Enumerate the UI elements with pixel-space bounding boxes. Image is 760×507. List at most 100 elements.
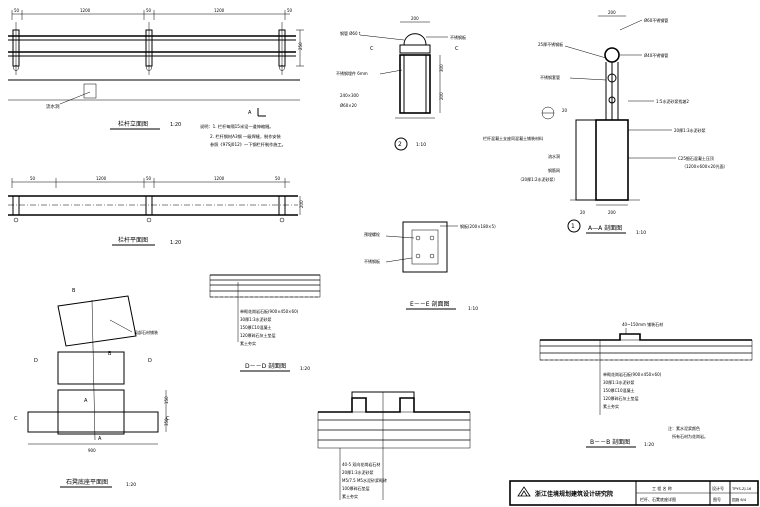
railing-plan-title: 栏杆平面图 bbox=[118, 236, 148, 244]
aa-label-8: （1200×600×20光面） bbox=[682, 163, 728, 169]
mark-c-left: C bbox=[14, 416, 18, 422]
section-cc-view: 40-5 双向花岗岩石材 20厚1:3水泥砂浆 M5/7.5 M5水泥砂浆砌砖 … bbox=[317, 391, 471, 500]
elev-note-2: 2. 栏杆钢材A3钢 一级焊缝，制作安装 bbox=[210, 133, 282, 140]
plan-dim-4: 1200 bbox=[214, 176, 225, 181]
cc-layer-4: 100厚碎石垫层 bbox=[342, 485, 370, 491]
detail2-side-dim-2: 200 bbox=[439, 92, 444, 100]
sheet-no: 园施 6/4 bbox=[732, 497, 747, 502]
plan-side-dim: 200 bbox=[299, 200, 304, 208]
detail2-cut-c-left: C bbox=[370, 46, 374, 52]
stone-base-plan-view: 局部石材铺装 B B D D C C A A 900 150 350 石凳底座平… bbox=[14, 288, 170, 488]
ee-label-3: 不锈钢板 bbox=[364, 258, 380, 264]
cc-layer-3: M5/7.5 M5水泥砂浆砌砖 bbox=[342, 477, 387, 483]
plan-dim-3: 50 bbox=[146, 176, 152, 181]
mark-b-bottom: B bbox=[108, 351, 112, 357]
railing-plan-scale: 1:20 bbox=[170, 240, 181, 246]
detail2-label-4: 240×300 bbox=[340, 93, 359, 98]
design-no: TPYS-ZJ-16 bbox=[731, 487, 752, 491]
bb-layer-4: 120厚碎石灰土垫层 bbox=[603, 395, 639, 401]
elev-dim-4: 1200 bbox=[214, 8, 225, 13]
elev-dim-3: 50 bbox=[146, 8, 152, 13]
aa-left-dim: 20 bbox=[562, 108, 568, 113]
detail2-top-dim: 200 bbox=[411, 16, 419, 21]
aa-bottom-dim-2: 200 bbox=[608, 210, 616, 215]
aa-top-dim: 200 bbox=[608, 10, 616, 15]
aa-label-7: C25细石混凝土压顶 bbox=[678, 155, 714, 161]
aa-label-9: 流水洞 bbox=[548, 153, 560, 159]
drain-hole bbox=[83, 83, 97, 99]
bb-layer-2: 30厚1:3水泥砂浆 bbox=[603, 379, 635, 385]
detail-2-view: 200 钢管 Ø60 t 不锈钢板 不锈钢埋件 6mm 240×300 Ø60×… bbox=[336, 16, 466, 151]
aa-label-6: 20厚1:3水泥砂浆 bbox=[674, 127, 706, 133]
railing-elevation-view: 50 1200 50 1200 50 流水洞 250 bbox=[8, 8, 304, 148]
detail2-label-3: 不锈钢埋件 6mm bbox=[336, 70, 368, 76]
dd-layer-5: 素土夯实 bbox=[240, 340, 256, 346]
detail2-number: 2 bbox=[398, 141, 402, 148]
cc-layer-2: 20厚1:3水泥砂浆 bbox=[342, 469, 374, 475]
dd-title: D－－D 剖面图 bbox=[245, 362, 286, 370]
aa-number: 1 bbox=[571, 223, 575, 230]
dd-scale: 1:20 bbox=[300, 366, 310, 372]
elev-note-3: 参照《97SJ012》一下钢栏杆制作施工。 bbox=[210, 141, 286, 148]
dd-layer-2: 30厚1:3水泥砂浆 bbox=[240, 316, 272, 322]
elev-section-a: A bbox=[248, 110, 252, 116]
detail2-label-2: 不锈钢板 bbox=[450, 34, 466, 40]
railing-elevation-scale: 1:20 bbox=[170, 122, 181, 128]
aa-label-12: （20厚1:2水泥砂浆） bbox=[518, 176, 558, 182]
aa-label-1: Ø60不锈钢管 bbox=[644, 17, 668, 23]
ee-label-1: 钢板(200×180×5) bbox=[460, 223, 496, 229]
section-ee-view: 钢板(200×180×5) 预埋螺栓 不锈钢板 E－－E 剖面图 1:10 bbox=[364, 221, 496, 312]
dd-layer-1: 单砌花岗岩石板(900×450×60) bbox=[240, 308, 299, 314]
mark-a-upper: A bbox=[84, 398, 88, 404]
stone-plan-side-dim-1: 150 bbox=[164, 396, 169, 404]
ee-scale: 1:10 bbox=[468, 306, 478, 312]
pipe-60 bbox=[604, 47, 620, 63]
ee-title: E－－E 剖面图 bbox=[410, 300, 450, 308]
plan-dim-1: 50 bbox=[30, 176, 36, 181]
dd-layer-4: 120厚碎石灰土垫层 bbox=[240, 332, 276, 338]
elev-side-dim: 250 bbox=[298, 42, 303, 50]
elev-dim-2: 1200 bbox=[80, 8, 91, 13]
elev-dim-1: 50 bbox=[14, 8, 20, 13]
railing-plan-view: 50 1200 50 1200 50 200 栏杆平面图 1:20 bbox=[8, 176, 304, 246]
railing-elevation-title: 栏杆立面图 bbox=[118, 120, 148, 128]
drawing-no-label: 图号 bbox=[713, 496, 721, 502]
drawing-name: 栏杆、石凳底座详图 bbox=[640, 496, 676, 502]
aa-label-5: 1:5水泥砂浆找坡2 bbox=[656, 98, 689, 104]
detail2-scale: 1:10 bbox=[416, 142, 426, 148]
aa-label-11: 钢筋网 bbox=[548, 167, 560, 173]
bb-title: B－－B 剖面图 bbox=[590, 438, 630, 446]
bb-note-2: 所有石材为花岗岩。 bbox=[672, 433, 708, 439]
detail2-label-5: Ø60×20 bbox=[340, 103, 357, 108]
stone-plan-title: 石凳底座平面图 bbox=[66, 478, 108, 486]
aa-scale: 1:10 bbox=[636, 230, 646, 236]
title-block: 浙江佳境规划建筑设计研究院 工 程 名 称 栏杆、石凳底座详图 设计号 图号 T… bbox=[509, 480, 759, 506]
elev-dim-5: 50 bbox=[287, 8, 293, 13]
plan-dim-2: 1200 bbox=[96, 176, 107, 181]
bb-scale: 1:20 bbox=[644, 442, 654, 448]
institute-name: 浙江佳境规划建筑设计研究院 bbox=[535, 490, 613, 498]
aa-label-3: 25厚不锈钢板 bbox=[538, 41, 563, 47]
stone-plan-label: 局部石材铺装 bbox=[134, 329, 158, 335]
design-no-label: 设计号 bbox=[712, 485, 724, 491]
bb-note-1: 注：素水泥浆颜色 bbox=[668, 425, 700, 431]
cc-layer-1: 40-5 双向花岗岩石材 bbox=[342, 461, 380, 467]
mark-d-right: D bbox=[148, 358, 152, 364]
stone-plan-side-dim-2: 350 bbox=[164, 418, 169, 426]
aa-bottom-dim-1: 20 bbox=[580, 210, 586, 215]
cc-layer-5: 素土夯实 bbox=[342, 493, 358, 499]
detail2-label-1: 钢管 Ø60 t bbox=[340, 30, 361, 36]
section-aa-view: 200 Ø60不锈钢管 Ø40不锈钢管 25厚不锈钢板 不锈钢套管 1:5水泥砂… bbox=[483, 10, 728, 236]
bb-layer-1: 单砌花岗岩石板(900×450×60) bbox=[603, 371, 662, 377]
bb-layer-5: 素土夯实 bbox=[603, 403, 619, 409]
mark-c-right: C bbox=[166, 416, 170, 422]
mark-b-top: B bbox=[72, 288, 76, 294]
mark-d-left: D bbox=[34, 358, 38, 364]
stone-plan-scale: 1:20 bbox=[126, 482, 136, 488]
aa-title: A—A 剖面图 bbox=[588, 224, 622, 232]
ee-label-2: 预埋螺栓 bbox=[364, 231, 380, 237]
detail2-cut-c-right: C bbox=[455, 46, 459, 52]
institute-logo bbox=[517, 486, 531, 497]
plan-dim-5: 50 bbox=[275, 176, 281, 181]
aa-label-10: 栏杆混凝土支座同混凝土铺装材料 bbox=[483, 135, 543, 141]
